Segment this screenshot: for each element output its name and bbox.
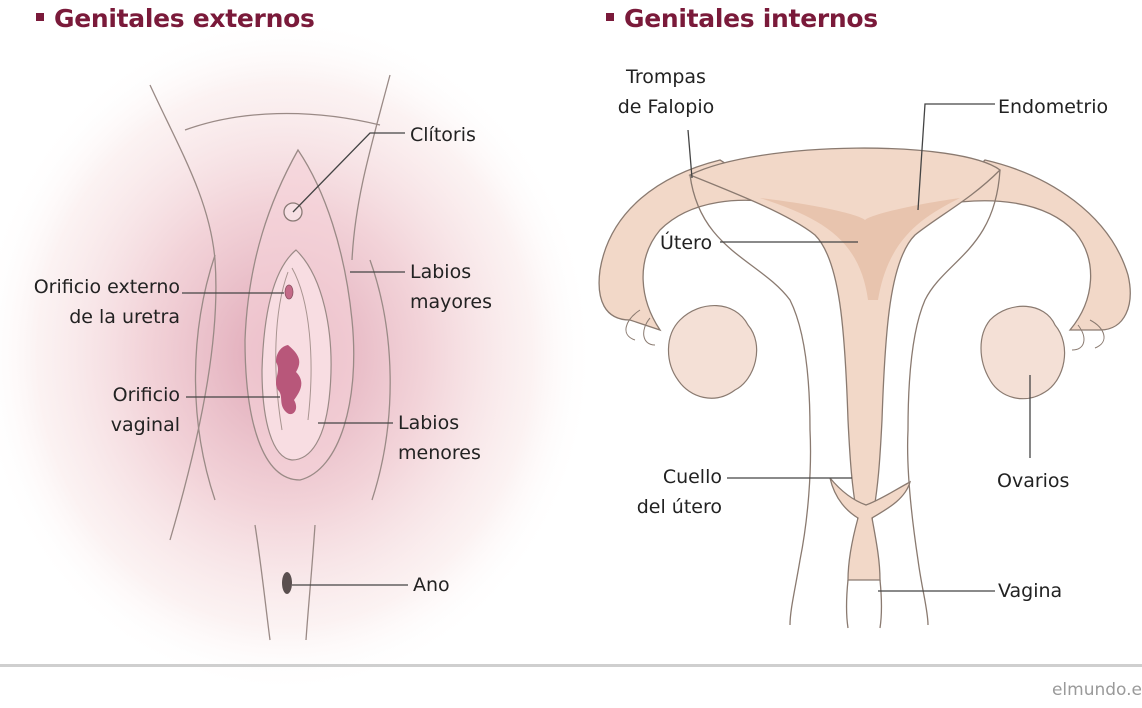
title-internal-text: Genitales internos (624, 4, 878, 33)
uterus-outer-right (908, 170, 1000, 625)
source-credit: elmundo.e (1052, 680, 1142, 700)
label-labia-majora: Labios mayores (410, 257, 492, 317)
title-bullet-icon (606, 13, 614, 21)
ovary-right (981, 306, 1065, 398)
urethral-opening (285, 285, 293, 299)
label-clitoris: Clítoris (410, 120, 476, 150)
vagina-canal (847, 580, 882, 628)
label-uterus: Útero (660, 228, 712, 258)
label-urethral-opening: Orificio externo de la uretra (34, 272, 180, 332)
title-internal: Genitales internos (606, 4, 878, 33)
label-cervix: Cuello del útero (637, 462, 722, 522)
footer-divider (0, 664, 1142, 667)
label-labia-minora: Labios menores (398, 408, 481, 468)
anus-mark (282, 572, 292, 594)
label-endometrium: Endometrio (998, 92, 1108, 122)
title-external: Genitales externos (36, 4, 315, 33)
label-ovaries: Ovarios (997, 466, 1069, 496)
label-fallopian-tubes: Trompas de Falopio (606, 62, 726, 122)
title-external-text: Genitales externos (54, 4, 315, 33)
ovary-left (668, 306, 756, 399)
external-genitalia-illustration (0, 15, 595, 695)
title-bullet-icon (36, 13, 44, 21)
label-vagina: Vagina (998, 576, 1062, 606)
label-anus: Ano (413, 570, 450, 600)
internal-genitalia-illustration (599, 104, 1130, 628)
label-vaginal-opening: Orificio vaginal (111, 380, 180, 440)
